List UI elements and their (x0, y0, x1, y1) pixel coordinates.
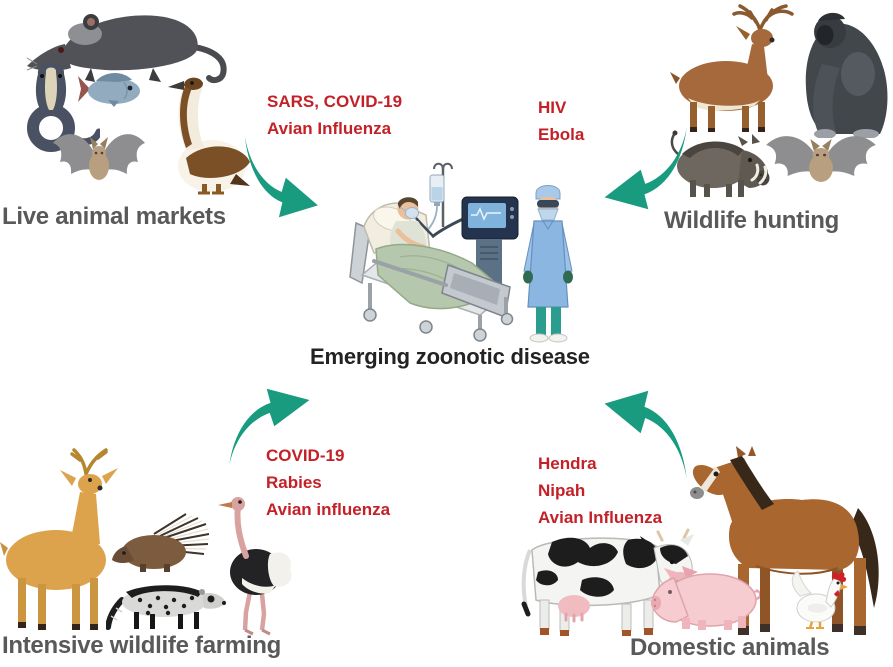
horse-icon (690, 446, 879, 635)
gorilla-icon (805, 12, 888, 138)
group-label-domestic-animals: Domestic animals (630, 634, 830, 661)
arrow-from-live-animal-markets (244, 136, 318, 218)
chicken-icon (791, 570, 848, 629)
deer-icon (0, 448, 118, 630)
warthog-icon (670, 130, 770, 197)
disease-line: Avian Influenza (267, 119, 392, 138)
cow-icon (521, 528, 694, 636)
goose-icon (168, 77, 250, 195)
disease-list-intensive-wildlife-farming: COVID-19 Rabies Avian influenza (266, 442, 390, 523)
bat-icon (766, 136, 876, 182)
disease-list-wildlife-hunting: HIV Ebola (538, 94, 584, 148)
deer-buck-icon (670, 4, 794, 132)
arrow-from-domestic-animals (604, 390, 687, 478)
arrow-from-wildlife-hunting (604, 128, 687, 210)
hospital-bed-icon-lower (360, 243, 514, 342)
rat-icon (26, 14, 227, 84)
bat-icon (53, 134, 145, 180)
figure-title: Emerging zoonotic disease (310, 344, 590, 369)
civet-icon (106, 585, 226, 630)
disease-line: Hendra (538, 454, 597, 473)
healthcare-worker-icon (523, 185, 573, 343)
fish-icon (78, 73, 140, 107)
arrow-from-intensive-wildlife-farming (229, 388, 310, 466)
disease-line: Avian Influenza (538, 508, 663, 527)
disease-line: Rabies (266, 473, 322, 492)
group-label-live-animal-markets: Live animal markets (2, 203, 226, 230)
disease-line: Ebola (538, 125, 585, 144)
group-label-wildlife-hunting: Wildlife hunting (664, 207, 839, 234)
disease-line: Nipah (538, 481, 586, 500)
group-label-intensive-wildlife-farming: Intensive wildlife farming (2, 632, 281, 659)
disease-list-live-animal-markets: SARS, COVID-19 Avian Influenza (267, 88, 402, 142)
ostrich-icon (218, 497, 292, 636)
disease-line: Avian influenza (266, 500, 391, 519)
hospital-scene-illustration (349, 162, 573, 343)
disease-line: HIV (538, 98, 567, 117)
disease-list-domestic-animals: Hendra Nipah Avian Influenza (538, 450, 662, 531)
pig-icon (651, 566, 760, 630)
disease-line: SARS, COVID-19 (267, 92, 403, 111)
disease-line: COVID-19 (266, 446, 345, 465)
porcupine-icon (112, 513, 210, 572)
